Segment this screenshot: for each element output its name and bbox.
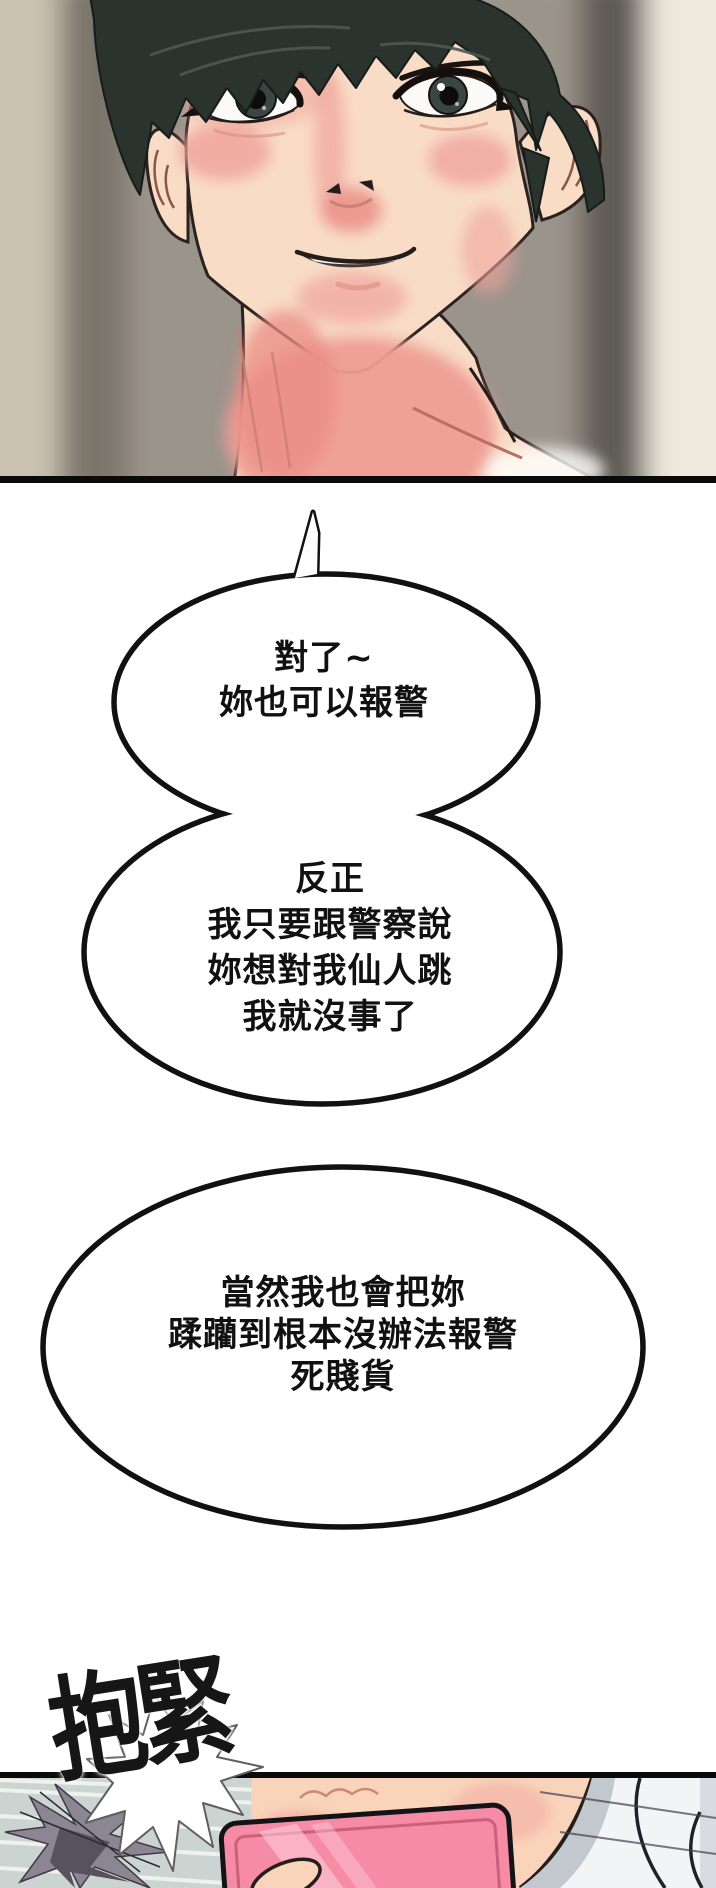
bubble1-line1: 對了~ — [274, 638, 374, 678]
speech-bubbles-art — [40, 509, 646, 1530]
panel2-border — [0, 1772, 716, 1778]
hair-long-strand — [497, 86, 542, 152]
bubble2-line1: 反正 — [295, 859, 365, 899]
neck-edge-line — [468, 367, 517, 443]
fingertip — [250, 1857, 322, 1888]
bubble2-line4: 我就沒事了 — [242, 997, 418, 1037]
bubble1-tail-fill — [295, 512, 318, 578]
bubble2-line3: 妳想對我仙人跳 — [207, 951, 453, 991]
arm-outline — [518, 1777, 594, 1888]
portrait-panel-illustration — [0, 0, 716, 483]
sfx-text: 抱緊 — [40, 1640, 238, 1800]
left-ear-lines — [153, 149, 176, 209]
speech-bubble-2: 反正 我只要跟警察說 妳想對我仙人跳 我就沒事了 — [50, 856, 610, 1040]
bubble3-outline — [40, 1164, 646, 1530]
bubble1-line2: 妳也可以報警 — [219, 683, 429, 723]
knuckle-lines — [299, 1787, 379, 1799]
speech-bubble-3: 當然我也會把妳 蹂躪到根本沒辦法報警 死賤貨 — [63, 1272, 623, 1398]
sideburn — [521, 146, 551, 223]
phone-glare — [258, 1823, 383, 1888]
bubble3-line3: 死賤貨 — [290, 1357, 396, 1397]
bubble3-line1: 當然我也會把妳 — [220, 1273, 466, 1313]
sfx-burst-bubble — [85, 1695, 264, 1872]
shirt — [520, 1777, 716, 1888]
bubble2-line2: 我只要跟警察說 — [207, 905, 453, 945]
shirt-folds — [634, 1777, 704, 1888]
bubble1-fill — [117, 577, 535, 827]
trapezius-line — [412, 406, 523, 460]
speech-bubble-1: 對了~ 妳也可以報警 — [44, 636, 604, 726]
nose — [326, 180, 374, 208]
right-eye — [392, 67, 515, 132]
pink-phone — [218, 1802, 519, 1888]
bubble2-fill — [87, 803, 557, 1101]
hair-highlights — [149, 25, 491, 77]
mouth — [294, 246, 417, 291]
bubble3-line2: 蹂躪到根本沒辦法報警 — [168, 1315, 518, 1355]
panel1-border — [0, 476, 716, 483]
neck-shadow-strands — [236, 329, 292, 473]
hair — [89, 0, 606, 223]
